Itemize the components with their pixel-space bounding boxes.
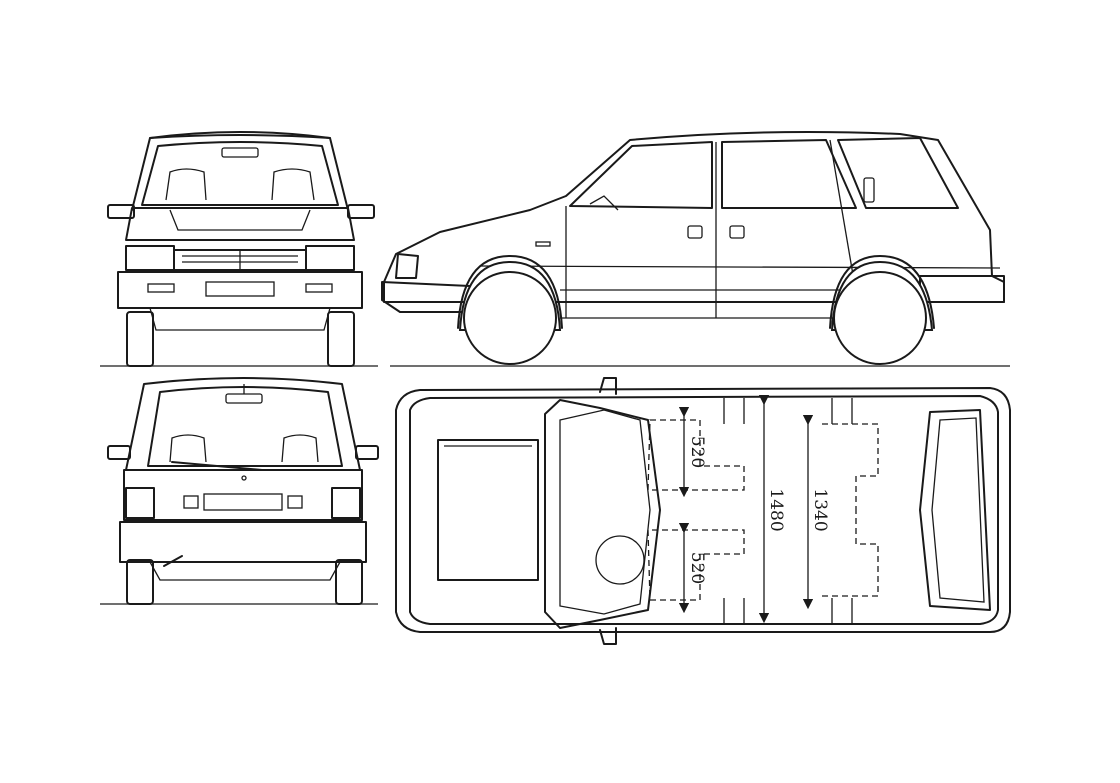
- top-view: 520 520 1480 1340: [395, 377, 1011, 645]
- rear-view: [107, 377, 379, 605]
- dim-label-front-legroom: 520: [687, 436, 707, 468]
- front-view: [107, 131, 375, 367]
- dim-label-rear-legroom: 520: [687, 552, 707, 584]
- side-view: [381, 131, 1005, 365]
- dim-label-interior-length: 1480: [766, 488, 786, 531]
- dim-label-interior-width: 1340: [810, 488, 830, 531]
